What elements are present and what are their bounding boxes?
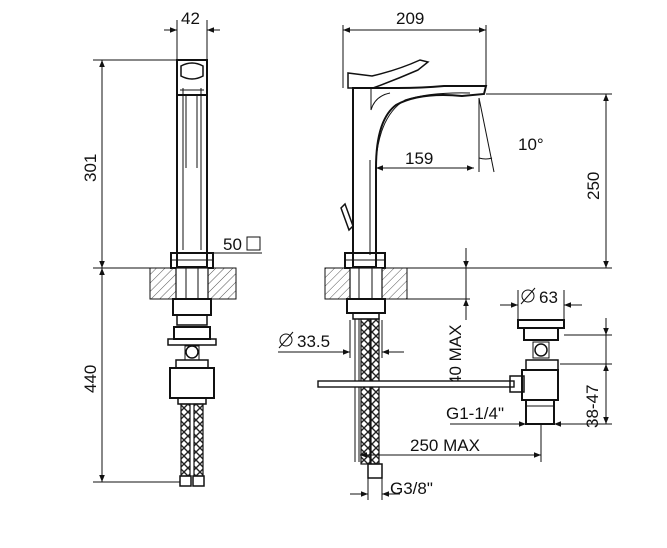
dim-front-width: 42 xyxy=(181,9,200,28)
front-hose-right xyxy=(193,403,204,477)
dim-spout-height: 250 xyxy=(584,172,603,200)
dim-base-square: 50 xyxy=(223,235,242,254)
dim-rod-length: 250 MAX xyxy=(410,436,480,455)
dim-reach: 159 xyxy=(405,149,433,168)
dim-side-length: 209 xyxy=(396,9,424,28)
side-body xyxy=(352,85,488,268)
side-view: 209 159 10° 250 40 MAX 33.5 G3/8" xyxy=(278,9,612,500)
front-body xyxy=(176,59,208,268)
front-view: 42 301 440 50 xyxy=(81,9,262,487)
diameter-symbol xyxy=(279,333,293,347)
dim-front-height: 301 xyxy=(81,154,100,182)
dim-hole-diameter: 33.5 xyxy=(297,332,330,351)
dim-supply-thread: G3/8" xyxy=(390,479,433,498)
dim-waste-height: 38-47 xyxy=(583,385,602,428)
dim-waste-thread: G1-1/4" xyxy=(446,404,504,423)
front-hose-left xyxy=(180,403,191,477)
dim-angle: 10° xyxy=(518,135,544,154)
pull-rod xyxy=(317,380,515,388)
waste-assembly: 63 38-47 G1-1/4" 250 MAX xyxy=(317,287,612,462)
dim-deck-thickness: 40 MAX xyxy=(446,325,465,385)
dim-waste-diameter: 63 xyxy=(539,288,558,307)
dim-below-deck: 440 xyxy=(81,365,100,393)
side-handle xyxy=(347,59,430,89)
side-hose xyxy=(360,318,371,465)
square-symbol xyxy=(246,236,261,251)
